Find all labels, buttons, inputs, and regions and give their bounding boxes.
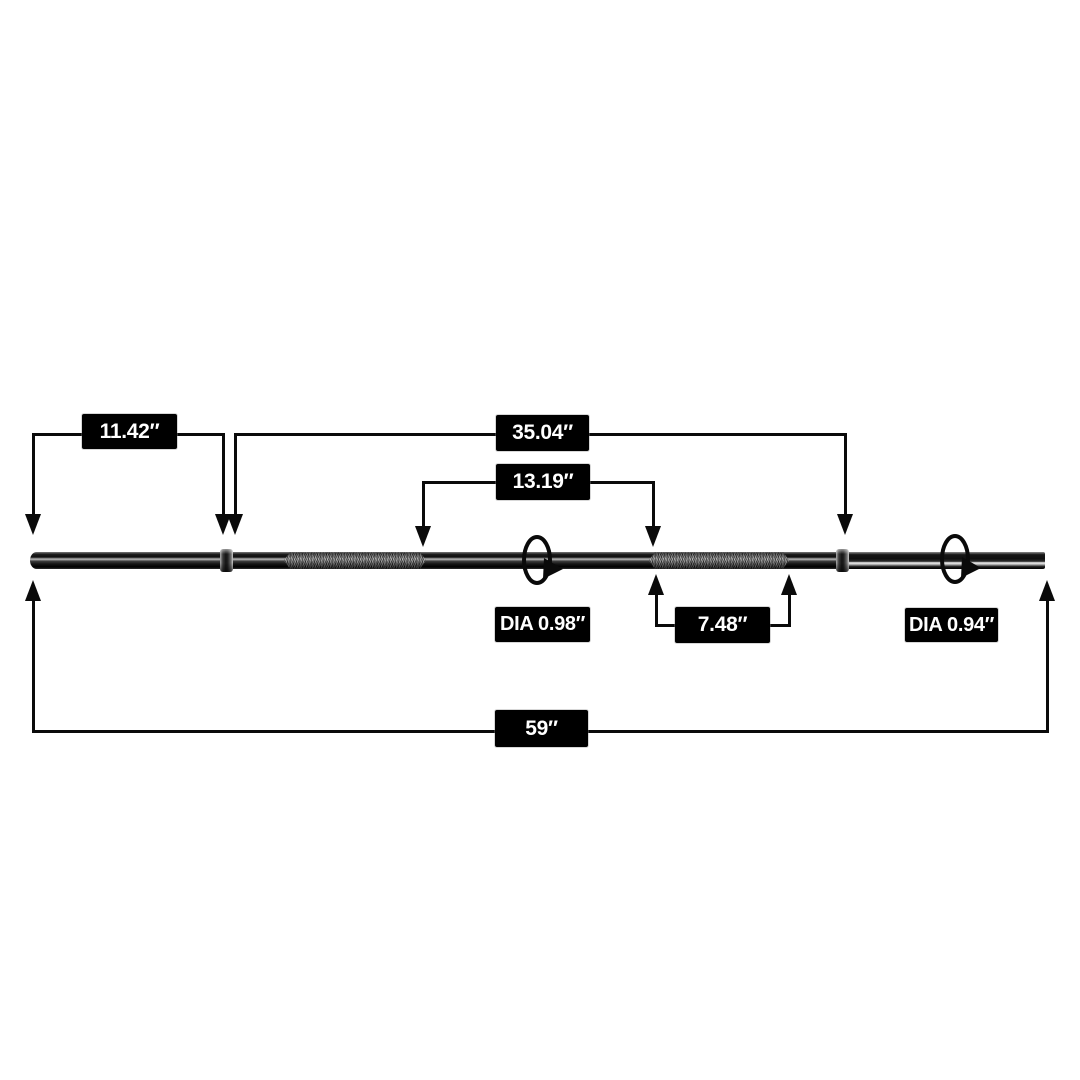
rotation-arrow-icon (522, 535, 563, 585)
dimension-line (222, 433, 225, 517)
bar-left-collar (220, 549, 233, 572)
dimension-line (422, 481, 425, 528)
grip-length-label: 7.48″ (675, 607, 770, 643)
shaft-diameter-label: DIA 0.98″ (495, 607, 590, 642)
overall-length-label: 59″ (495, 710, 588, 747)
dimension-line (32, 600, 35, 733)
bar-shaft (30, 552, 1045, 569)
dimension-line (234, 433, 237, 517)
dimension-line (655, 594, 658, 627)
dimension-line (1046, 600, 1049, 733)
arrowhead-icon (648, 574, 664, 595)
dimension-line (788, 594, 791, 627)
dimension-line (652, 481, 655, 528)
arrowhead-icon (781, 574, 797, 595)
dimension-line (32, 433, 35, 517)
arrowhead-icon (415, 526, 431, 547)
arrowhead-icon (227, 514, 243, 535)
arrowhead-icon (1039, 580, 1055, 601)
between-collars-length-label: 35.04″ (496, 415, 589, 451)
arrowhead-icon (645, 526, 661, 547)
arrowhead-icon (25, 580, 41, 601)
center-section-length-label: 13.19″ (496, 464, 590, 500)
bar-right-sleeve (849, 552, 1045, 569)
arrowhead-icon (25, 514, 41, 535)
sleeve-diameter-label: DIA 0.94″ (905, 608, 998, 642)
bar-right-collar (836, 549, 849, 572)
bar-right-knurl-grip (649, 552, 789, 569)
left-section-length-label: 11.42″ (82, 414, 177, 449)
dimension-line (844, 433, 847, 517)
rotation-arrow-icon (940, 534, 981, 584)
bar-left-knurl-grip (284, 552, 426, 569)
arrowhead-icon (837, 514, 853, 535)
